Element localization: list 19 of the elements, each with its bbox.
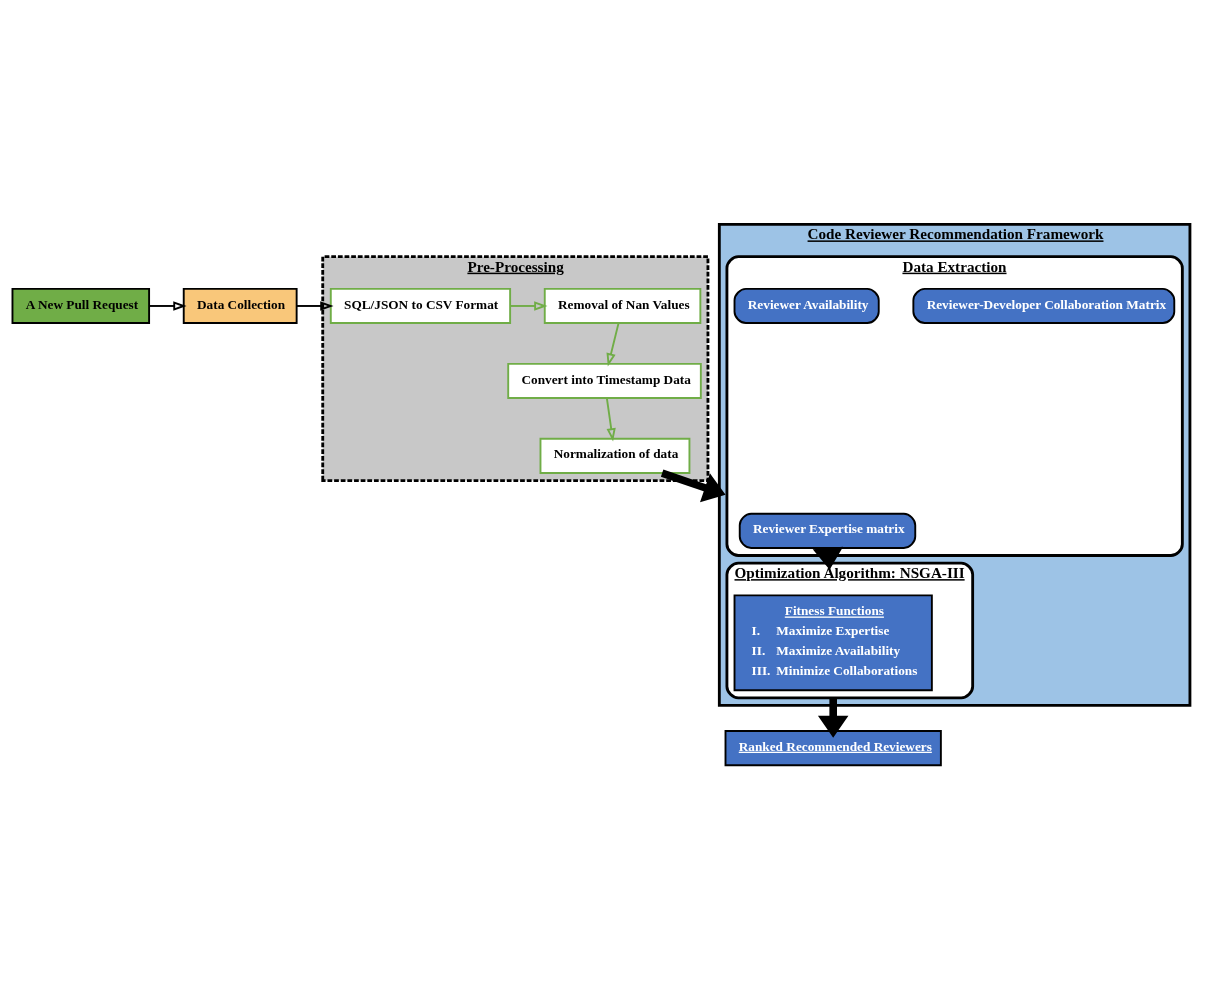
arrow bbox=[660, 468, 726, 502]
arrow bbox=[812, 546, 844, 570]
node-box: Normalization of data bbox=[539, 437, 691, 474]
node-box: SQL/JSON to CSV Format bbox=[329, 287, 512, 324]
node-box: A New Pull Request bbox=[11, 287, 151, 324]
arrow bbox=[148, 300, 187, 311]
node-box: Reviewer Expertise matrix bbox=[738, 512, 917, 549]
arrow bbox=[509, 300, 548, 311]
node-box: Data Collection bbox=[182, 287, 298, 324]
node-box: Fitness Functions I. Maximize Expertise II. Maximize Availability III. Minimize Collaborations bbox=[733, 593, 933, 691]
node-box: Ranked Recommended Reviewers bbox=[724, 729, 942, 766]
node-box: Reviewer-Developer Collaboration Matrix bbox=[912, 287, 1176, 324]
arrow bbox=[606, 321, 620, 367]
node-box: Convert into Timestamp Data bbox=[507, 362, 702, 399]
arrow bbox=[295, 300, 334, 311]
node-box: Removal of Nan Values bbox=[543, 287, 702, 324]
arrow bbox=[605, 396, 616, 442]
arrow bbox=[817, 697, 849, 738]
node-box: Reviewer Availability bbox=[733, 287, 880, 324]
